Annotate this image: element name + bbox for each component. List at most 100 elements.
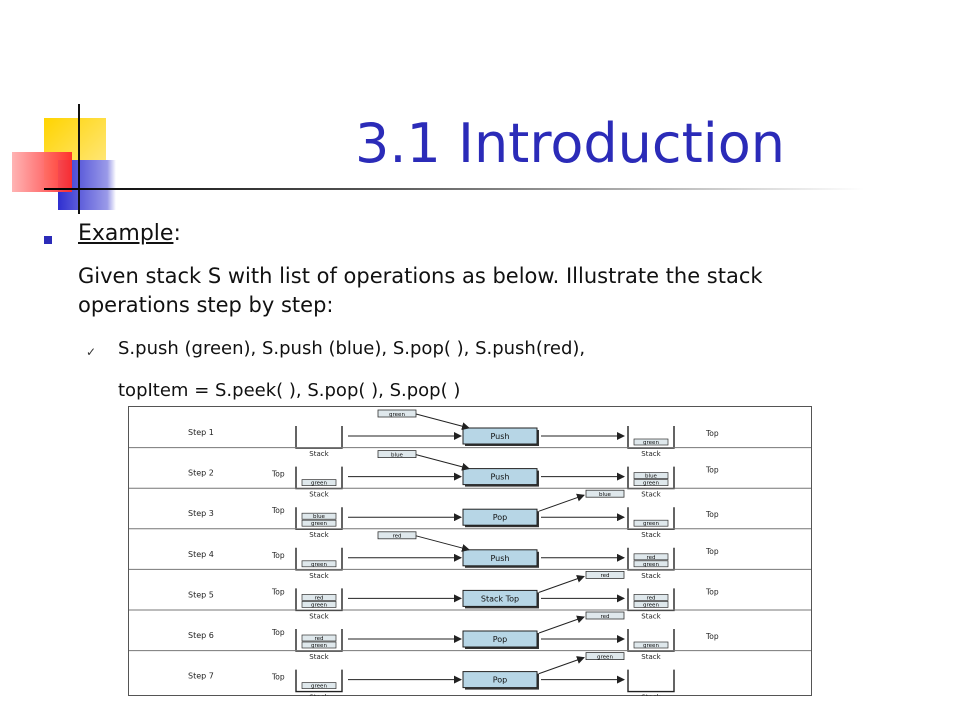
after-stack-item-label-0: green [643,643,659,649]
operations-line-2: topItem = S.peek( ), S.pop( ), S.pop( ) [118,380,461,401]
step-label: Step 1 [188,428,214,437]
op-label: Stack Top [481,594,519,603]
after-stack-label: Stack [641,653,661,661]
before-top-label: Top [271,551,285,560]
after-stack-item-0 [633,438,669,446]
outgoing-arrow [538,615,585,634]
checkmark-icon: ✓ [86,345,97,359]
before-stack-label: Stack [309,653,329,661]
before-stack-label: Stack [309,694,329,696]
incoming-arrow [415,454,470,471]
after-stack-item-label-1: green [643,602,659,608]
after-stack-item-0 [633,519,669,527]
outgoing-arrow [538,656,585,675]
example-label: Example: [78,221,181,246]
after-stack-label: Stack [641,572,661,580]
outgoing-arrow [538,493,585,512]
deco-vertical-line [78,104,80,214]
after-stack-item-label-0: green [643,440,659,446]
step-label: Step 6 [188,631,214,640]
after-top-label: Top [705,510,719,519]
step-label: Step 2 [188,469,214,478]
after-stack-item-label-0: green [643,521,659,527]
after-stack-label: Stack [641,694,661,696]
op-label: Push [491,432,510,441]
incoming-item-label: red [392,534,401,540]
outgoing-item-label: green [597,654,613,660]
op-box [462,589,538,607]
before-stack-item-0 [301,479,337,486]
after-stack-item-0 [633,594,669,601]
before-stack-item-1 [301,641,337,649]
outgoing-item [585,611,625,620]
before-top-label: Top [271,470,285,479]
before-top-label: Top [271,673,285,682]
op-box [462,671,538,689]
op-label: Pop [493,513,508,522]
after-stack-item-1 [633,601,669,608]
example-word: Example [78,221,174,246]
before-stack-item-label-1: green [311,521,327,527]
outgoing-item [585,652,625,661]
after-top-label: Top [705,466,719,475]
title-rule [44,188,864,190]
after-stack-item-label-1: green [643,562,659,568]
outgoing-arrow [538,574,585,593]
before-stack-container [295,669,343,693]
op-label: Pop [493,676,508,685]
before-top-label: Top [271,628,285,637]
after-stack-item-0 [633,553,669,561]
before-stack-item-0 [301,594,337,601]
after-stack-label: Stack [641,531,661,539]
op-box [462,427,538,445]
before-stack-label: Stack [309,531,329,539]
after-stack-label: Stack [641,491,661,499]
slide-title: 3.1 Introduction [354,112,786,175]
before-stack-item-label-0: red [314,636,323,642]
square-bullet-icon [44,236,52,244]
operations-line-1: S.push (green), S.push (blue), S.pop( ),… [118,338,586,359]
op-box [462,468,538,486]
after-stack-item-label-0: blue [645,474,658,480]
outgoing-item-label: red [600,614,609,620]
before-stack-item-label-0: green [311,562,327,568]
before-stack-item-label-1: green [311,643,327,649]
after-stack-item-1 [633,560,669,568]
before-stack-item-label-0: blue [313,514,326,520]
op-label: Push [491,554,510,563]
after-stack-item-0 [633,472,669,479]
step-label: Step 3 [188,509,214,518]
intro-line-1: Given stack S with list of operations as… [78,264,763,288]
incoming-item [377,531,417,540]
outgoing-item-label: blue [599,492,612,498]
step-label: Step 4 [188,550,214,559]
after-stack-label: Stack [641,450,661,458]
intro-line-2: operations step by step: [78,293,334,317]
incoming-arrow [415,413,470,431]
example-colon: : [173,221,181,246]
diagram-row-7: Step 7StackgreenTopPopgreenStack [129,650,811,696]
before-stack-item-label-1: green [311,602,327,608]
before-stack-item-1 [301,601,337,608]
op-label: Push [491,473,510,482]
incoming-arrow [415,535,470,552]
step-label: Step 5 [188,590,214,599]
before-top-label: Top [271,506,285,515]
op-label: Pop [493,635,508,644]
before-stack-item-0 [301,560,337,568]
incoming-item [377,409,417,418]
before-stack-item-label-0: red [314,595,323,601]
incoming-item-label: green [389,412,405,418]
before-stack-item-label-0: green [311,684,327,690]
diagram-row-3: Step 3StackbluegreenTopPopblueStackgreen… [129,487,811,539]
before-stack-label: Stack [309,491,329,499]
after-stack-item-1 [633,479,669,486]
after-top-label: Top [705,547,719,556]
after-stack-item-label-0: red [646,595,655,601]
op-box [462,508,538,526]
after-stack-item-label-0: red [646,555,655,561]
outgoing-item [585,570,625,579]
